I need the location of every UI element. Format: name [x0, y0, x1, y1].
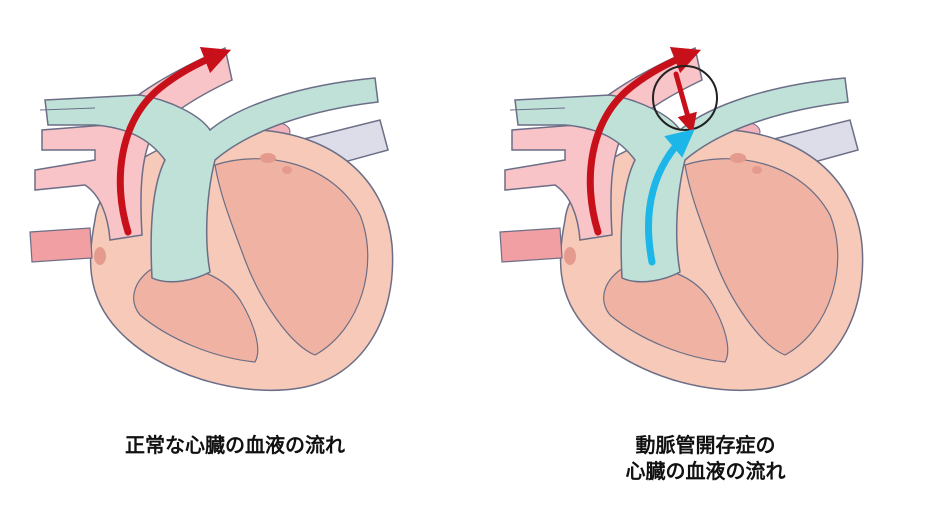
pda-heart-caption: 動脈管開存症の 心臓の血液の流れ	[470, 432, 941, 484]
caption-line: 正常な心臓の血液の流れ	[125, 433, 345, 457]
heart-spot	[752, 166, 762, 174]
caption-line: 動脈管開存症の	[635, 433, 776, 457]
heart-spot	[730, 153, 746, 163]
red-ductus-arrow	[673, 71, 697, 134]
red-aortic-arrow	[586, 47, 702, 236]
heart-spot	[94, 247, 106, 265]
heart-spot	[564, 247, 576, 265]
pda-heart-diagram	[499, 46, 864, 392]
right-ventricle	[603, 266, 729, 363]
right-ventricle	[133, 266, 259, 363]
red-aortic-arrow	[116, 47, 232, 236]
pda-heart-panel: 動脈管開存症の 心臓の血液の流れ	[470, 0, 941, 529]
heart-spot	[282, 166, 292, 174]
normal-heart-panel: 正常な心臓の血液の流れ	[0, 0, 470, 529]
left-ventricle	[684, 158, 839, 356]
normal-heart-caption: 正常な心臓の血液の流れ	[0, 432, 470, 458]
caption-line: 心臓の血液の流れ	[625, 459, 786, 483]
neck-vessel	[509, 107, 566, 111]
normal-heart-diagram	[29, 46, 394, 392]
neck-vessel	[39, 107, 96, 111]
inferior-vessel	[499, 227, 563, 263]
blue-pulmonary-arrow	[645, 129, 695, 266]
heart-spot	[260, 153, 276, 163]
inferior-vessel	[29, 227, 93, 263]
left-ventricle	[214, 158, 369, 356]
